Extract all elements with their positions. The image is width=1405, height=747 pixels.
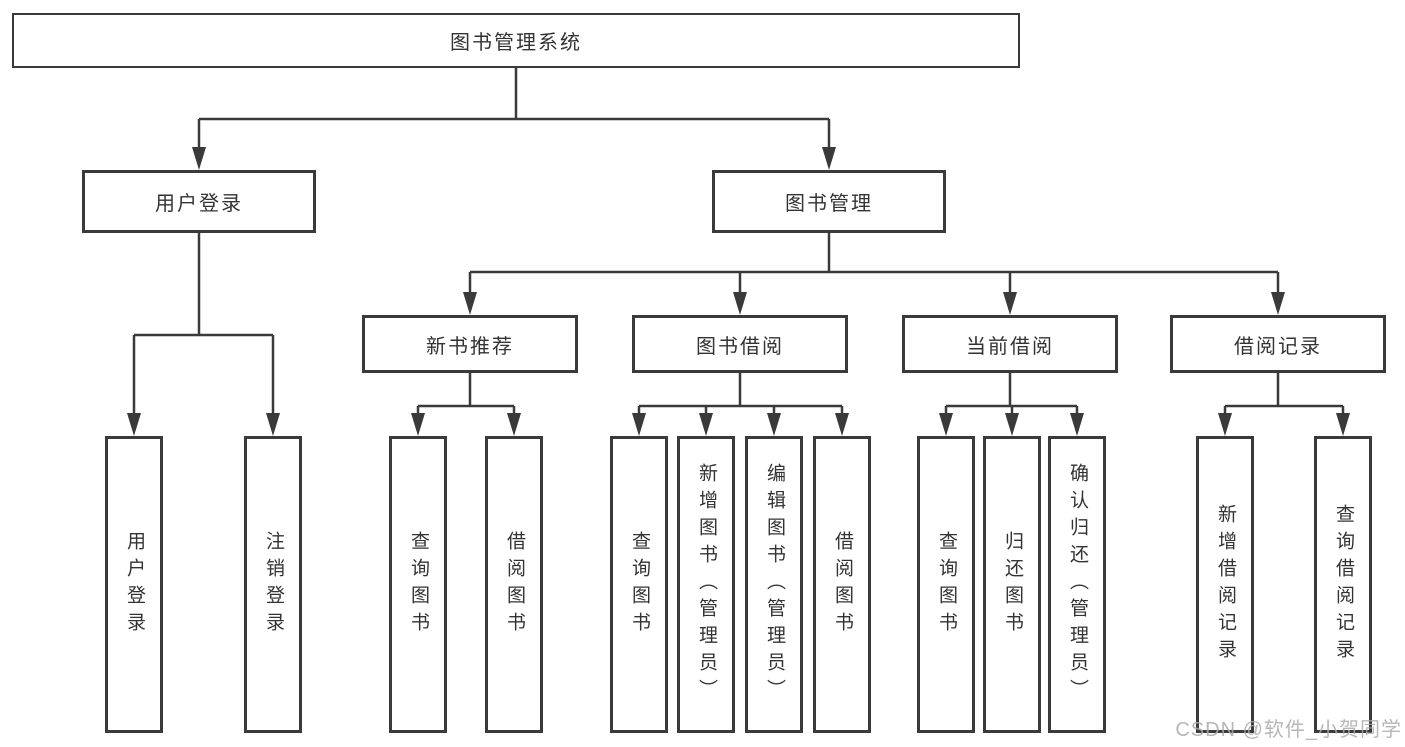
- leaf-edit-book-admin: 编辑图书（管理员）: [745, 436, 803, 733]
- node-current-borrowing: 当前借阅: [902, 315, 1118, 373]
- leaf-add-borrow-record: 新增借阅记录: [1196, 436, 1254, 733]
- leaf-user-login: 用户登录: [105, 436, 163, 733]
- node-borrowing-records: 借阅记录: [1170, 315, 1386, 373]
- node-label: 图书管理: [785, 193, 873, 215]
- node-book-management: 图书管理: [712, 170, 946, 233]
- node-label: 新书推荐: [426, 335, 514, 358]
- leaf-label: 用户登录: [123, 530, 145, 639]
- leaf-label: 借阅图书: [503, 530, 525, 639]
- leaf-confirm-return-admin: 确认归还（管理员）: [1048, 436, 1106, 733]
- node-label: 当前借阅: [966, 335, 1054, 358]
- leaf-label: 编辑图书（管理员）: [763, 463, 785, 706]
- leaf-label: 新增借阅记录: [1214, 503, 1236, 666]
- node-label: 用户登录: [155, 193, 243, 215]
- leaf-logout-login: 注销登录: [244, 436, 302, 733]
- leaf-add-book-admin: 新增图书（管理员）: [677, 436, 735, 733]
- csdn-watermark: CSDN @软件_小贺同学: [1175, 719, 1402, 741]
- leaf-borrow-books-recommend: 借阅图书: [485, 436, 543, 733]
- leaf-label: 注销登录: [262, 530, 284, 639]
- leaf-return-books: 归还图书: [983, 436, 1041, 733]
- node-book-borrowing: 图书借阅: [632, 315, 848, 373]
- node-new-book-recommendation: 新书推荐: [362, 315, 578, 373]
- leaf-label: 查询借阅记录: [1332, 503, 1354, 666]
- leaf-label: 归还图书: [1001, 530, 1023, 639]
- leaf-label: 借阅图书: [831, 530, 853, 639]
- leaf-query-books-recommend: 查询图书: [389, 436, 447, 733]
- node-label: 图书管理系统: [450, 32, 582, 54]
- node-label: 图书借阅: [696, 335, 784, 358]
- leaf-borrow-books: 借阅图书: [813, 436, 871, 733]
- node-library-management-system: 图书管理系统: [12, 13, 1020, 68]
- leaf-query-books-borrow: 查询图书: [610, 436, 668, 733]
- node-label: 借阅记录: [1234, 335, 1322, 358]
- leaf-label: 确认归还（管理员）: [1066, 463, 1088, 706]
- leaf-label: 查询图书: [628, 530, 650, 639]
- node-user-login: 用户登录: [82, 170, 316, 233]
- leaf-query-books-current: 查询图书: [917, 436, 975, 733]
- leaf-query-borrow-record: 查询借阅记录: [1314, 436, 1372, 733]
- leaf-label: 查询图书: [407, 530, 429, 639]
- leaf-label: 查询图书: [935, 530, 957, 639]
- leaf-label: 新增图书（管理员）: [695, 463, 717, 706]
